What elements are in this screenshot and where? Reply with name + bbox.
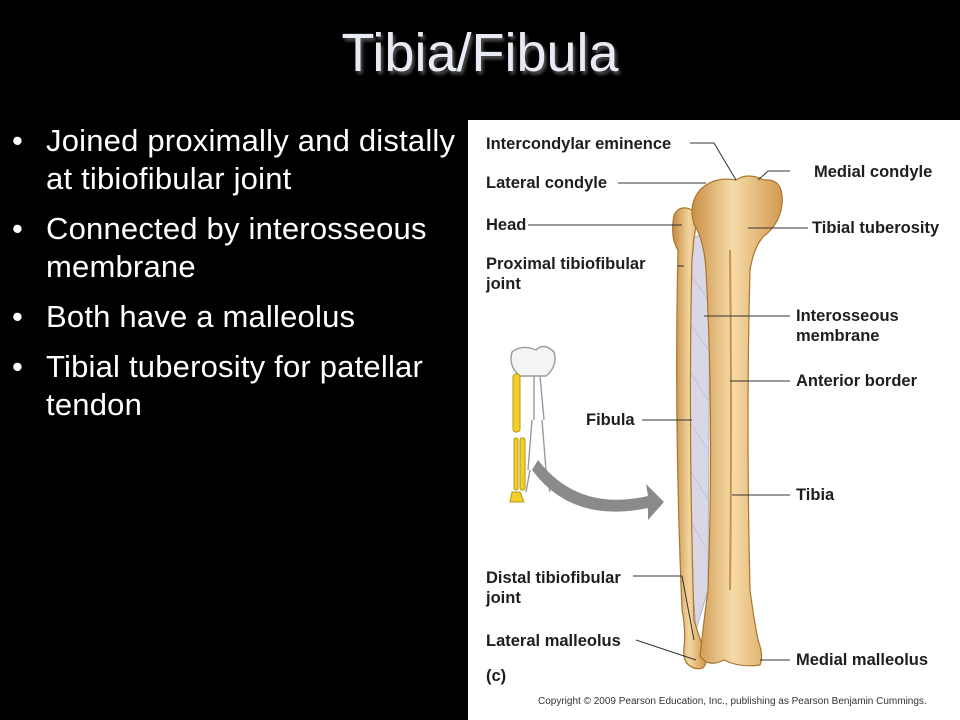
label-medial-condyle: Medial condyle: [814, 163, 933, 181]
bullet-list: • Joined proximally and distally at tibio…: [10, 122, 465, 436]
panel-letter: (c): [486, 667, 507, 685]
label-lateral-condyle: Lateral condyle: [486, 174, 608, 192]
label-fibula: Fibula: [586, 411, 635, 429]
bullet-item: • Tibial tuberosity for patellar tendon: [10, 348, 465, 424]
bullet-text: Connected by interosseous membrane: [46, 211, 427, 284]
label-intercondylar-eminence: Intercondylar eminence: [486, 135, 672, 153]
label-head: Head: [486, 216, 527, 234]
copyright-note: Copyright © 2009 Pearson Education, Inc.…: [538, 696, 927, 707]
bullet-item: • Connected by interosseous membrane: [10, 210, 465, 286]
bullet-text: Tibial tuberosity for patellar tendon: [46, 349, 424, 422]
bullet-dot: •: [12, 211, 24, 246]
tibia-fibula-illustration: [509, 142, 808, 670]
label-interosseous-membrane: Interosseous membrane: [796, 307, 899, 345]
fibula-bone: [672, 207, 707, 670]
label-anterior-border: Anterior border: [796, 372, 918, 390]
label-distal-tibiofibular-joint: Distal tibiofibular joint: [486, 569, 621, 607]
highlighted-leg: [509, 373, 526, 503]
label-tibial-tuberosity: Tibial tuberosity: [812, 219, 940, 237]
pointer-arrow: [532, 460, 664, 520]
label-tibia: Tibia: [796, 486, 835, 504]
bullet-text: Both have a malleolus: [46, 299, 356, 334]
anatomy-figure: Intercondylar eminence Lateral condyle H…: [468, 120, 960, 720]
label-lateral-malleolus: Lateral malleolus: [486, 632, 621, 650]
bullet-item: • Both have a malleolus: [10, 298, 465, 336]
bullet-dot: •: [12, 299, 24, 334]
anterior-border-ridge: [729, 249, 732, 591]
tibia-bone: [691, 175, 783, 667]
slide-title: Tibia/Fibula: [341, 23, 619, 83]
leader-lines: [528, 142, 808, 661]
label-medial-malleolus: Medial malleolus: [796, 651, 929, 669]
bullet-dot: •: [12, 349, 24, 384]
label-proximal-tibiofibular-joint: Proximal tibiofibular joint: [486, 255, 646, 293]
bullet-dot: •: [12, 123, 24, 158]
bullet-item: • Joined proximally and distally at tibio…: [10, 122, 465, 198]
bullet-text: Joined proximally and distally at tibiof…: [46, 123, 456, 196]
